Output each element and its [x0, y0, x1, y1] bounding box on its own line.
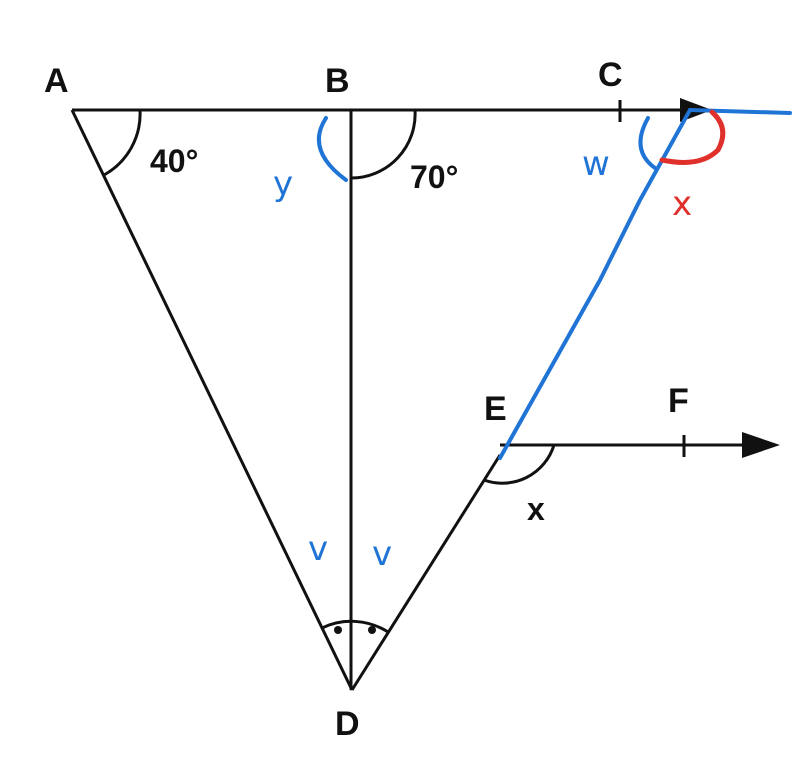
- angle-label-e: x: [527, 491, 545, 527]
- label-d: D: [335, 705, 360, 743]
- arrowhead-ef: [742, 432, 780, 458]
- angle-dot-left: [334, 626, 342, 634]
- blue-arc-c-left: [638, 116, 657, 170]
- angle-arc-e: [483, 444, 556, 485]
- line-ad: [70, 109, 354, 691]
- angle-dot-right: [368, 626, 376, 634]
- label-e: E: [484, 390, 507, 428]
- annotation-v-left: v: [308, 529, 328, 569]
- annotation-y: y: [273, 164, 293, 204]
- blue-line-ec: [498, 107, 792, 460]
- annotation-w: w: [582, 144, 610, 184]
- blue-arc-b-left: [316, 116, 348, 182]
- annotation-x-red: x: [672, 184, 692, 224]
- label-b: B: [325, 62, 350, 100]
- label-a: A: [44, 62, 69, 100]
- angle-label-b: 70°: [410, 159, 458, 195]
- annotation-v-right: v: [372, 534, 392, 574]
- red-arc-c-right: [659, 109, 726, 165]
- angle-arc-a: [103, 109, 142, 177]
- angle-label-a: 40°: [150, 143, 198, 179]
- angle-arc-b-right: [350, 109, 417, 180]
- label-c: C: [598, 56, 623, 94]
- angle-arc-d: [321, 619, 389, 634]
- label-f: F: [668, 382, 689, 420]
- line-de: [350, 454, 502, 691]
